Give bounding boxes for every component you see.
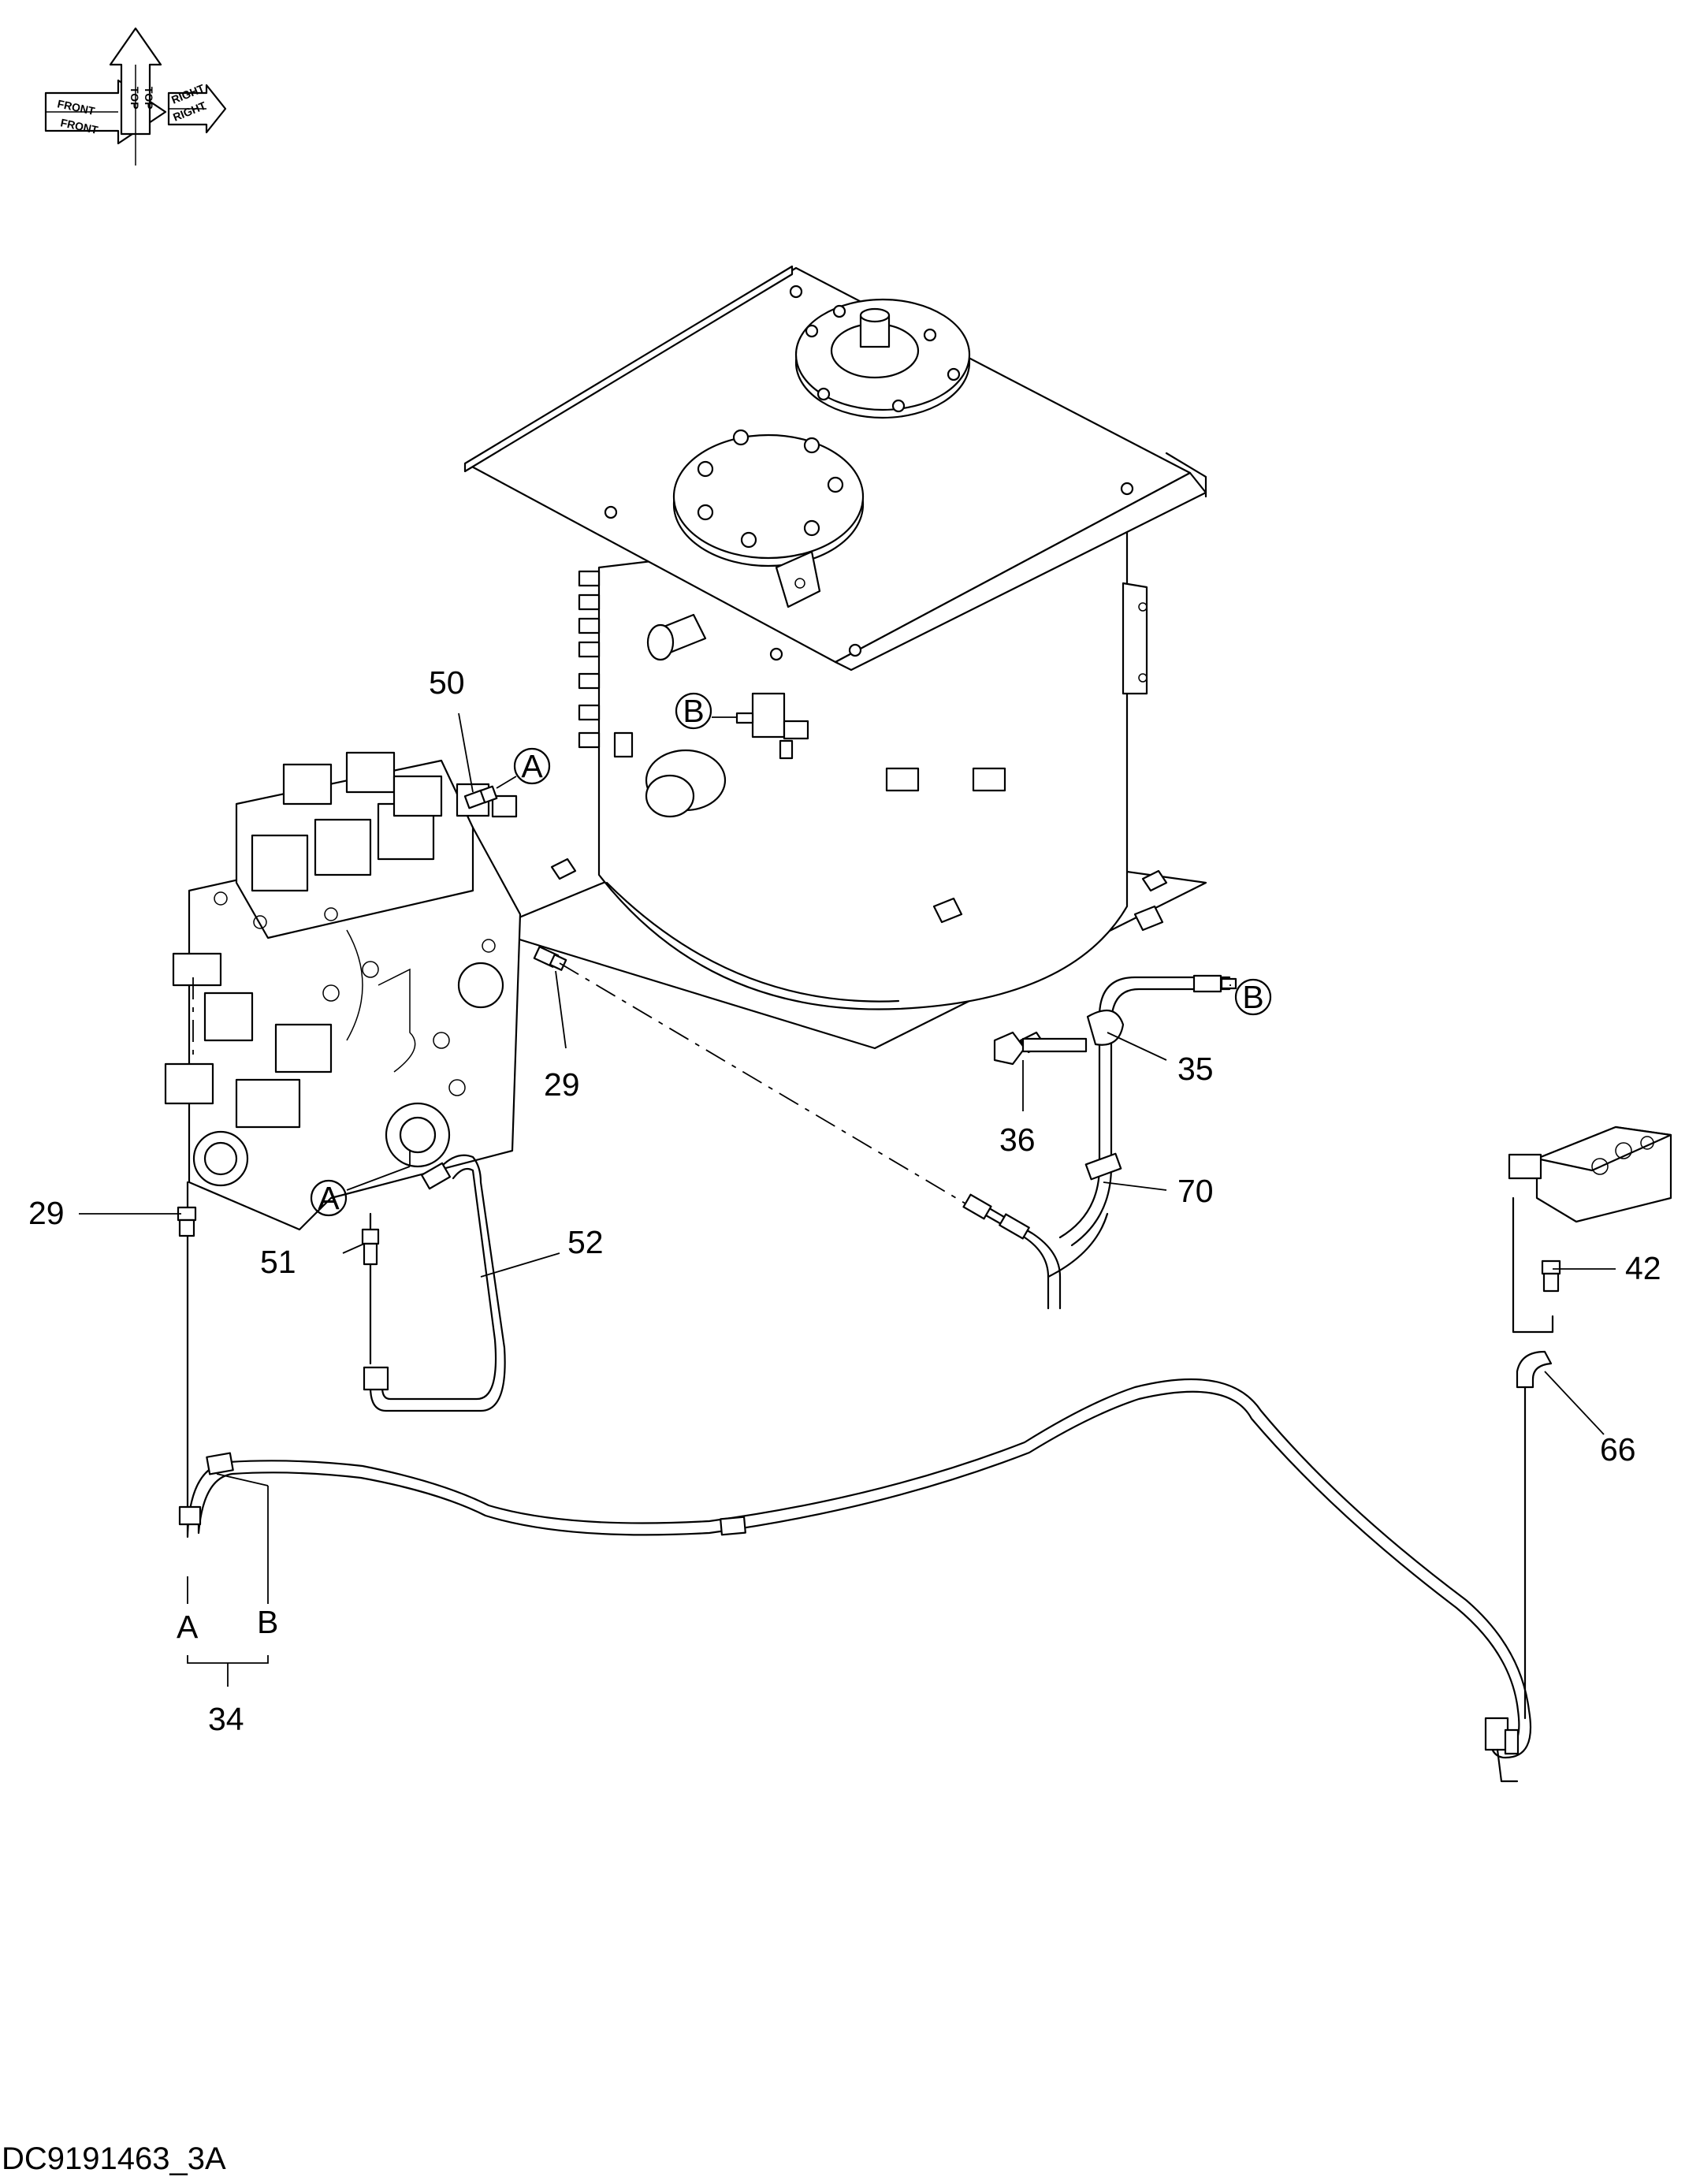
callout-29-left: 29 xyxy=(28,1195,65,1231)
orientation-symbol: FRONT FRONT TOP TOP RIGHT RIGHT xyxy=(44,27,227,166)
callout-50: 50 xyxy=(429,664,465,701)
callout-35: 35 xyxy=(1177,1051,1214,1087)
suction-cover xyxy=(672,429,865,567)
ref-circle-b-tank: B xyxy=(675,692,712,730)
filler-breather xyxy=(794,298,971,419)
return-port xyxy=(645,613,727,818)
elbow-66 xyxy=(1516,1350,1553,1720)
hose-end-label-a: A xyxy=(177,1609,199,1645)
tank-cylinder xyxy=(597,503,1129,1010)
leader-lines xyxy=(79,712,1616,1687)
pipe-52 xyxy=(363,1154,506,1412)
pilot-valve-block xyxy=(1508,1125,1672,1334)
callout-29-top: 29 xyxy=(544,1066,580,1103)
ref-circle-b-right: B xyxy=(1234,978,1272,1016)
control-valve xyxy=(164,751,522,1231)
callout-51: 51 xyxy=(260,1244,296,1280)
fitting-42 xyxy=(1541,1259,1561,1293)
callout-labels: 50 29 29 35 36 70 52 51 42 66 34 A B xyxy=(28,664,1661,1737)
ref-circle-a-top: A xyxy=(513,747,551,785)
orientation-label-top-2: TOP xyxy=(143,87,155,110)
callout-34: 34 xyxy=(208,1701,244,1737)
fitting-51 xyxy=(361,1212,380,1365)
tank-side-fittings xyxy=(578,570,634,758)
orientation-label-top-1: TOP xyxy=(128,87,141,110)
clamp-35 xyxy=(1086,1009,1125,1046)
callout-52: 52 xyxy=(567,1224,604,1260)
pressure-switch xyxy=(735,692,809,760)
ref-label-b-tank: B xyxy=(683,693,704,729)
hose-end-label-b: B xyxy=(257,1604,278,1640)
fitting-50 xyxy=(463,785,498,809)
ref-label-b-right: B xyxy=(1242,979,1263,1015)
callout-70: 70 xyxy=(1177,1173,1214,1209)
hose-assembly-70 xyxy=(962,974,1237,1310)
top-plate-bolts xyxy=(604,285,1134,661)
callout-66: 66 xyxy=(1600,1431,1636,1468)
hose-34 xyxy=(178,1378,1532,1783)
callout-36: 36 xyxy=(999,1122,1036,1158)
ref-label-a-bottom: A xyxy=(318,1180,340,1216)
hydraulic-tank xyxy=(463,265,1207,1054)
callout-42: 42 xyxy=(1625,1250,1661,1286)
ref-circle-a-bottom: A xyxy=(310,1179,348,1217)
drawing-number: DC9191463_3A xyxy=(2,2141,226,2176)
bolt-36 xyxy=(993,1031,1088,1066)
ref-label-a-top: A xyxy=(521,748,543,784)
fitting-29-left xyxy=(177,1181,197,1515)
